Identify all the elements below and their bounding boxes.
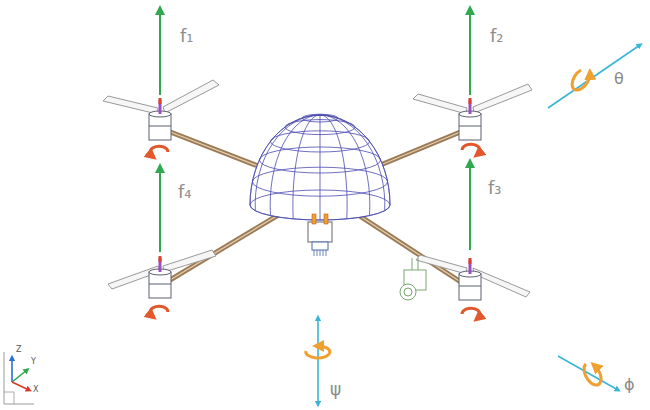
motors <box>149 111 481 300</box>
motor-spindles <box>160 98 470 274</box>
force-label: f₄ <box>178 182 192 202</box>
force-label: f₃ <box>488 178 502 198</box>
roll-axis <box>558 356 618 390</box>
axis-letter: X <box>33 386 38 395</box>
axis-letter: Y <box>31 358 36 367</box>
angle-label: ψ <box>330 380 341 399</box>
axis-triad <box>4 352 34 404</box>
angle-label: θ <box>614 70 624 88</box>
payload-unit <box>308 214 332 256</box>
pitch-axis <box>548 45 640 108</box>
propellers <box>103 80 532 297</box>
force-label: f₁ <box>180 26 194 46</box>
camera <box>400 258 426 300</box>
force-label: f₂ <box>490 26 504 46</box>
dome-wireframe <box>250 114 390 220</box>
angle-label: ϕ <box>624 376 635 394</box>
axis-letter: Z <box>16 346 21 355</box>
yaw-axis <box>306 318 330 404</box>
thrust-arrows <box>160 10 470 252</box>
